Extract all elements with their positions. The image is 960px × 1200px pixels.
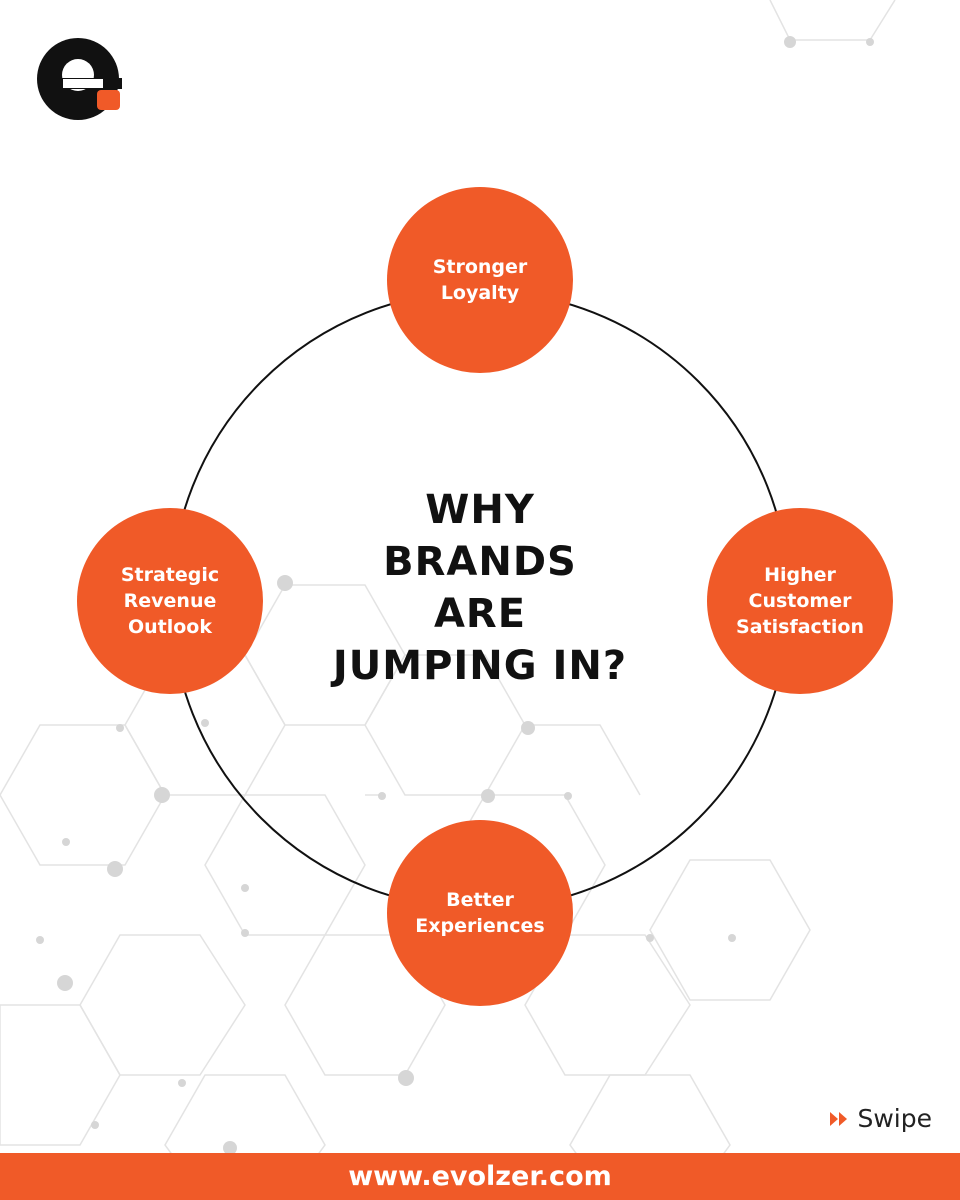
website-link[interactable]: www.evolzer.com xyxy=(348,1161,612,1192)
benefit-label: Stronger Loyalty xyxy=(432,256,528,304)
swipe-hint[interactable]: Swipe xyxy=(829,1104,932,1133)
benefit-node-left: Strategic Revenue Outlook xyxy=(77,508,263,694)
evolzer-e-logo xyxy=(37,38,122,120)
benefit-node-bottom: Better Experiences xyxy=(387,820,573,1006)
fast-forward-icon xyxy=(830,1111,848,1126)
benefit-label: Higher Customer Satisfaction xyxy=(736,564,864,638)
swipe-label: Swipe xyxy=(857,1104,932,1133)
benefit-node-top: Stronger Loyalty xyxy=(387,187,573,373)
benefit-label: Strategic Revenue Outlook xyxy=(120,564,220,638)
benefit-label: Better Experiences xyxy=(415,889,545,937)
headline: WHY BRANDS ARE JUMPING IN? xyxy=(332,487,628,689)
footer-bar: www.evolzer.com xyxy=(0,1153,960,1200)
benefit-node-right: Higher Customer Satisfaction xyxy=(707,508,893,694)
